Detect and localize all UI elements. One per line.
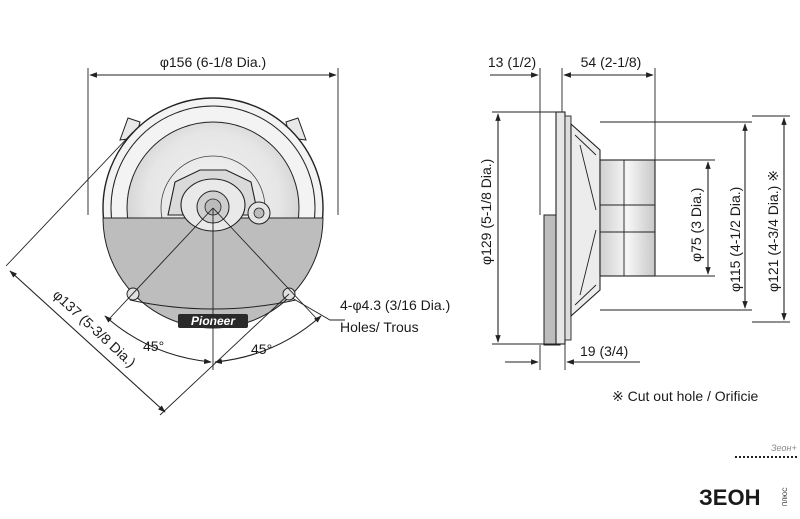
side-flange (555, 111, 566, 345)
angle-arc-left (104, 315, 212, 365)
watermark: Зеон+ ЗЕОН ПЛЮС (699, 443, 798, 510)
magnet-dia-label: φ75 (3 Dia.) (688, 188, 704, 262)
pcd-diameter-label: φ137 (5-3/8 Dia.) (50, 286, 139, 370)
basket-ribs (574, 134, 597, 306)
watermark-logo: ЗЕОН (699, 485, 760, 510)
pcd-dim-line (9, 270, 166, 413)
cutout-footnote: ※ Cut out hole / Orificie (612, 388, 759, 404)
super-tweeter-center (253, 207, 265, 219)
angle-right-label: 45° (251, 341, 272, 357)
outer-diameter-label: φ156 (6-1/8 Dia.) (160, 54, 266, 70)
angle-ray-left (109, 207, 214, 319)
angle-arc-right (214, 315, 322, 365)
depth-label: 54 (2-1/8) (581, 54, 642, 70)
side-basket (570, 122, 601, 318)
side-gasket (564, 115, 572, 341)
flange-label: 13 (1/2) (488, 54, 536, 70)
angle-left-label: 45° (143, 338, 164, 354)
side-magnet (599, 159, 656, 277)
outer-dia-label: φ129 (5-1/8 Dia.) (478, 159, 494, 265)
watermark-vertical-text: ПЛЮС (783, 487, 789, 506)
holes-label-2: Holes/ Trous (340, 319, 419, 335)
protrusion-label: 19 (3/4) (580, 343, 628, 359)
basket-dia-label: φ115 (4-1/2 Dia.) (727, 187, 743, 292)
pcd-ext-line-1 (5, 131, 134, 267)
angle-ray-right (212, 207, 317, 319)
cutout-dia-label: φ121 (4-3/4 Dia.) ※ (765, 170, 781, 292)
front-view: φ156 (6-1/8 Dia.) Pioneer φ137 (5-3/8 Di… (5, 54, 450, 416)
watermark-small-text: Зеон+ (771, 443, 797, 453)
brand-logo: Pioneer (191, 314, 236, 328)
holes-leader-line (291, 297, 345, 321)
side-view: 13 (1/2) 54 (2-1/8) φ129 (5-1/8 Dia.) φ7… (478, 54, 790, 370)
holes-label-1: 4-φ4.3 (3/16 Dia.) (340, 297, 450, 313)
